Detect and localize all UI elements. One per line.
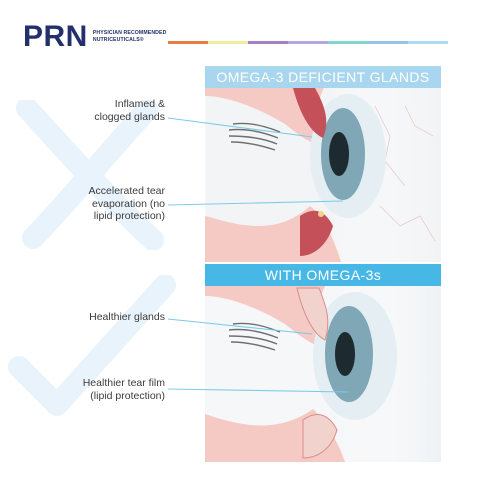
with-omega3-panel-title: WITH OMEGA-3s	[205, 264, 441, 286]
logo-subtitle: PHYSICIAN RECOMMENDED NUTRICEUTICALS®	[93, 30, 167, 44]
vessel-1	[374, 105, 406, 187]
stripe-3	[248, 41, 288, 44]
healthy-gland-lower	[302, 414, 338, 459]
stripe-1	[168, 41, 208, 44]
stripe-4	[288, 41, 328, 44]
check-icon	[8, 275, 176, 416]
cross-icon	[16, 100, 164, 250]
clog-dot	[318, 211, 324, 217]
stripe-7	[408, 41, 448, 44]
pupil	[329, 132, 349, 176]
logo-wordmark: PRN	[23, 20, 88, 53]
label-healthier-glands: Healthier glands	[89, 311, 165, 323]
inflamed-gland-lower	[300, 210, 333, 256]
prn-logo: PRN PHYSICIAN RECOMMENDED NUTRICEUTICALS…	[23, 22, 166, 52]
cross-stroke-2	[22, 100, 158, 249]
stripe-2	[208, 41, 248, 44]
stripe-6	[368, 41, 408, 44]
pupil-2	[335, 332, 355, 376]
brand-color-stripes	[168, 41, 448, 44]
eye-illustration-healthy	[205, 264, 441, 462]
eye-illustration-deficient	[205, 66, 441, 262]
vessel-3	[379, 205, 436, 242]
healthy-gland-upper	[296, 287, 329, 341]
logo-subtitle-line2: NUTRICEUTICALS®	[92, 37, 144, 43]
label-accelerated-evaporation: Accelerated tear evaporation (no lipid p…	[88, 185, 165, 222]
stripe-5	[328, 41, 368, 44]
label-inflamed-glands: Inflamed & clogged glands	[94, 98, 165, 123]
logo-subtitle-line1: PHYSICIAN RECOMMENDED	[92, 29, 167, 36]
label-healthier-tear-film: Healthier tear film (lipid protection)	[82, 377, 165, 402]
deficient-glands-panel: OMEGA-3 DEFICIENT GLANDS	[205, 66, 441, 262]
vessel-2	[404, 105, 434, 137]
inflamed-gland-upper	[293, 88, 327, 138]
check-stroke	[8, 275, 176, 416]
deficient-panel-title: OMEGA-3 DEFICIENT GLANDS	[205, 66, 441, 88]
with-omega3-panel: WITH OMEGA-3s	[205, 264, 441, 462]
